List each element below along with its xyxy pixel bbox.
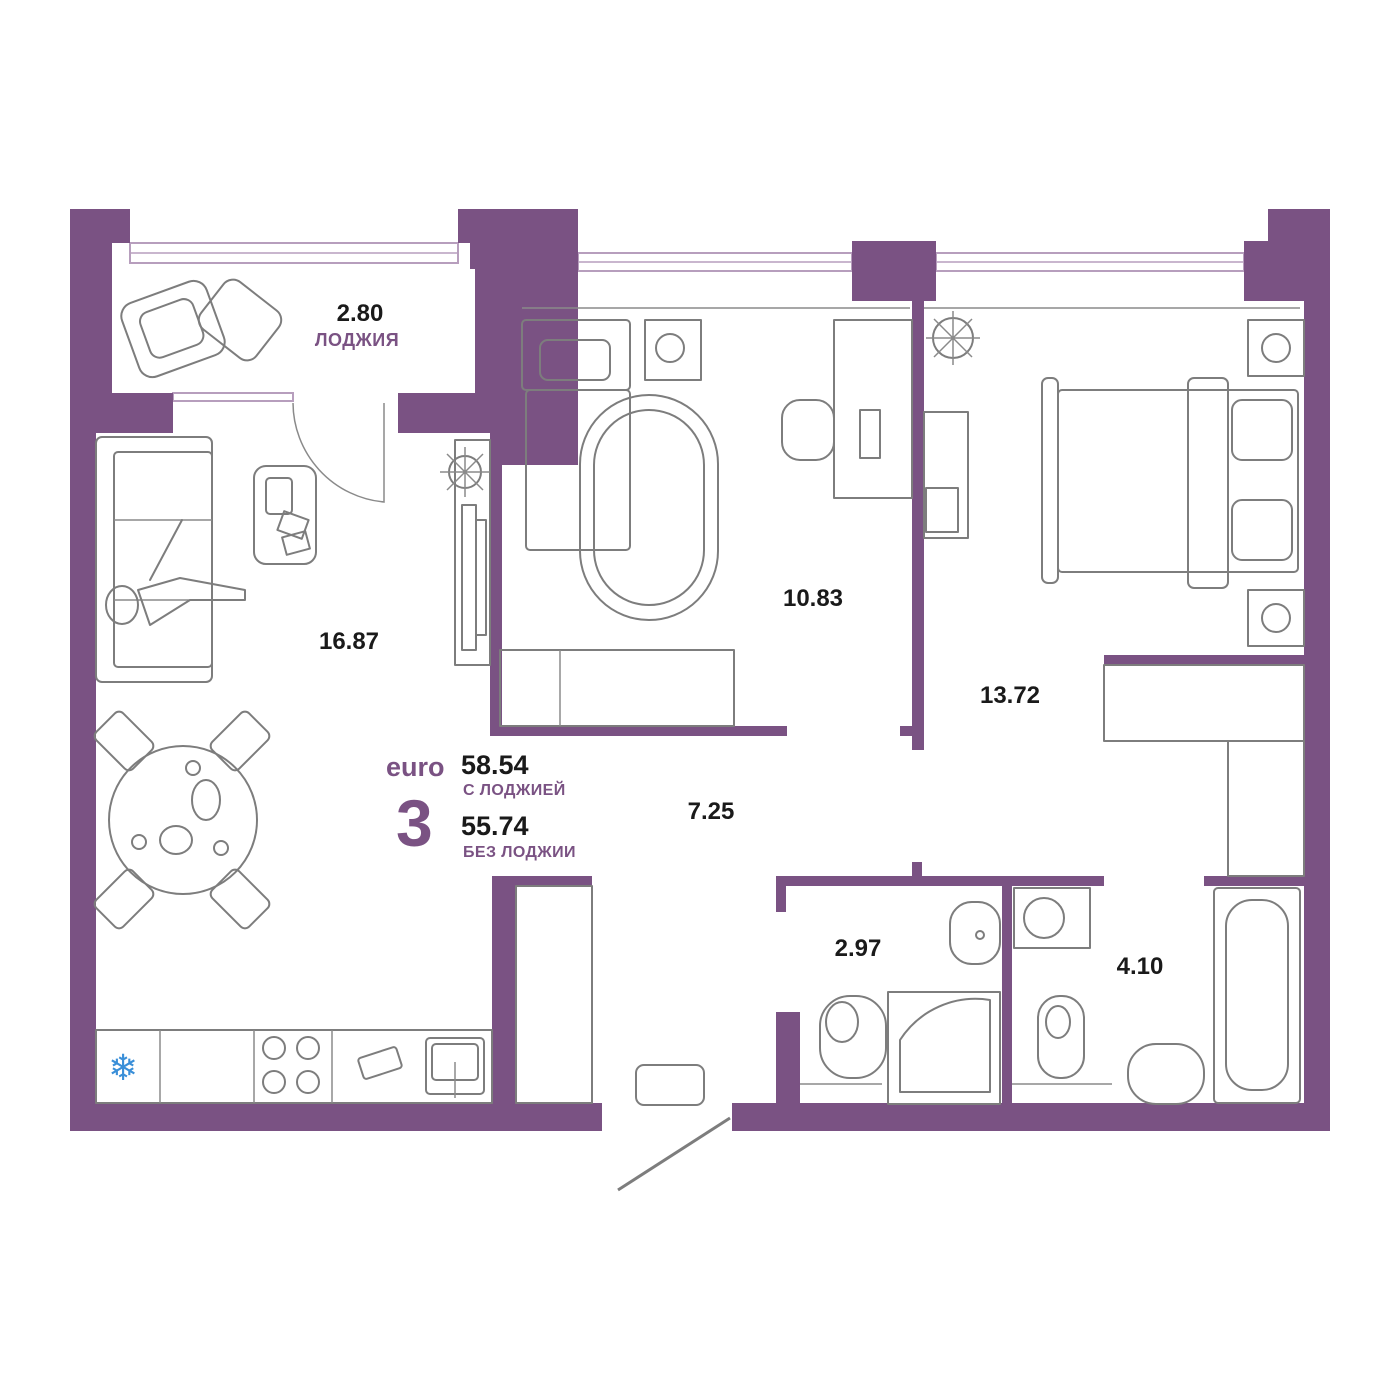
with-loggia-caption: С ЛОДЖИЕЙ	[463, 782, 566, 799]
master-bedroom-furniture	[923, 307, 1305, 877]
kitchen-counter	[95, 1029, 493, 1104]
bathroom-left-area: 2.97	[834, 935, 882, 962]
loggia-furniture	[120, 278, 283, 379]
child-bedroom-furniture	[499, 307, 913, 727]
loggia-area: 2.80	[336, 300, 384, 327]
hallway-area: 7.25	[687, 798, 735, 825]
total-area-with-loggia: 58.54	[461, 750, 529, 780]
bathroom-right-area: 4.10	[1116, 953, 1164, 980]
living-furniture	[93, 436, 491, 930]
bathroom-right-fixtures	[1012, 887, 1301, 1105]
windows	[129, 242, 1245, 402]
snowflake-icon: ❄	[108, 1048, 139, 1089]
room-count: 3	[396, 786, 433, 860]
walls	[70, 209, 1330, 1131]
hallway-furniture	[515, 885, 731, 1192]
master-bedroom-area: 13.72	[979, 682, 1041, 709]
child-bedroom-area: 10.83	[782, 585, 844, 612]
loggia-door	[292, 402, 385, 503]
without-loggia-caption: БЕЗ ЛОДЖИИ	[463, 844, 576, 861]
loggia-name: ЛОДЖИЯ	[314, 330, 400, 350]
bathroom-left-fixtures	[800, 901, 1001, 1105]
apartment-class: euro	[386, 752, 445, 782]
living-room-area: 16.87	[318, 628, 380, 655]
total-area-without-loggia: 55.74	[461, 811, 529, 841]
